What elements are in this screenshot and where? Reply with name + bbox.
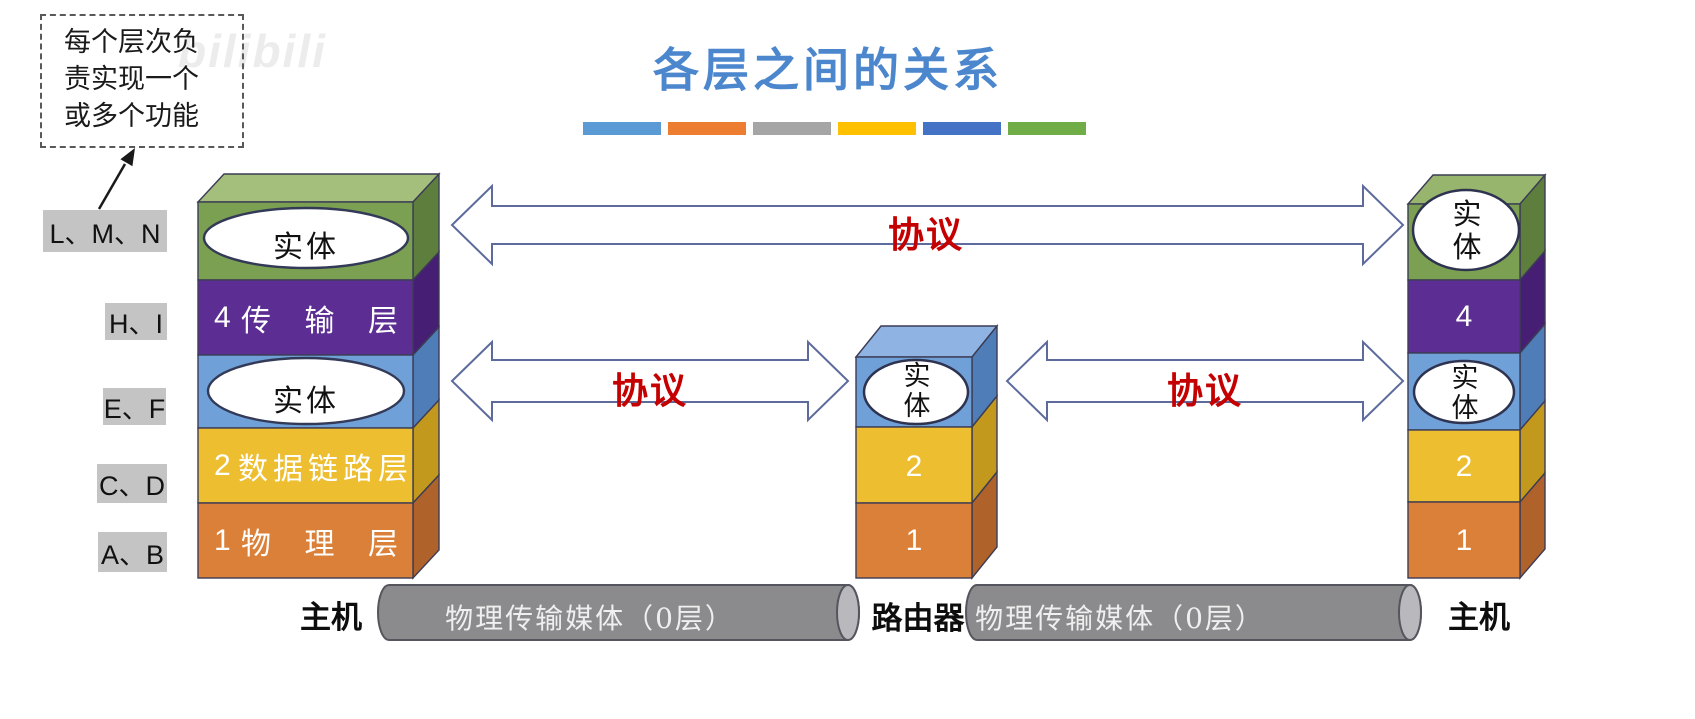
- note-annotation-arrow: [97, 148, 135, 210]
- function-label-physical: A、B: [98, 532, 167, 572]
- router-entity-ellipse: [862, 358, 970, 426]
- note-text: 每个层次负 责实现一个 或多个功能: [64, 27, 199, 132]
- left-entity-top-label: 实体: [273, 230, 339, 265]
- protocol-arrows: [450, 183, 1405, 423]
- left-entity-ellipse-top: [202, 206, 410, 270]
- left-transport-name: 传 输 层: [240, 303, 411, 339]
- left-transport-number: 4: [214, 300, 231, 334]
- theme-dash-green: [1008, 122, 1086, 135]
- left-transport-row: 4 传 输 层: [198, 280, 413, 355]
- router-entity-label: 实体: [903, 361, 931, 422]
- right-entity-mid-label: 实体: [1451, 363, 1479, 424]
- page-title: 各层之间的关系: [653, 43, 1003, 97]
- left-physical-number: 1: [214, 523, 231, 557]
- left-datalink-row: 2 数据链路层: [198, 428, 413, 503]
- host-left-stack: [196, 172, 441, 580]
- router-layer-datalink: [855, 426, 973, 504]
- host-right-stack: [1406, 173, 1547, 580]
- right-layer-physical: [1407, 501, 1521, 579]
- theme-dash-gray: [753, 122, 831, 135]
- caption-host-left: 主机: [300, 600, 362, 635]
- right-physical-number: 1: [1455, 524, 1473, 557]
- protocol-label-top: 协议: [887, 214, 964, 255]
- function-label-top: L、M、N: [43, 210, 167, 252]
- media-cylinder-right: [964, 584, 1423, 641]
- media-label-left: 物理传输媒体（0层）: [445, 602, 735, 635]
- note-callout-box: 每个层次负 责实现一个 或多个功能: [40, 14, 244, 148]
- protocol-arrow-middle-right: [1005, 339, 1405, 423]
- right-entity-top-label: 实体: [1452, 197, 1482, 264]
- left-physical-name: 物 理 层: [240, 526, 411, 562]
- right-layer-transport: [1407, 279, 1521, 354]
- right-entity-ellipse-top: [1411, 188, 1521, 272]
- media-cylinder-left: [376, 584, 861, 641]
- right-layer-datalink: [1407, 429, 1521, 503]
- theme-dash-blue: [583, 122, 661, 135]
- theme-dash-yellow: [838, 122, 916, 135]
- router-stack: [854, 324, 999, 580]
- theme-dash-orange: [668, 122, 746, 135]
- protocol-arrow-middle-left: [450, 339, 850, 423]
- left-physical-row: 1 物 理 层: [198, 503, 413, 578]
- router-physical-number: 1: [905, 524, 923, 557]
- left-layer-datalink: [197, 427, 414, 504]
- router-layer-physical: [855, 502, 973, 579]
- left-layer-physical: [197, 502, 414, 579]
- protocol-label-middle-right: 协议: [1166, 370, 1243, 411]
- router-datalink-number: 2: [905, 450, 923, 483]
- function-label-network: E、F: [103, 388, 166, 425]
- right-entity-ellipse-mid: [1412, 359, 1516, 425]
- protocol-arrow-top: [450, 183, 1405, 267]
- function-label-datalink: C、D: [97, 464, 167, 503]
- left-entity-mid-label: 实体: [273, 384, 339, 419]
- left-datalink-name: 数据链路层: [238, 451, 413, 487]
- caption-host-right: 主机: [1448, 600, 1510, 635]
- caption-router: 路由器: [871, 601, 965, 636]
- left-top-face: [196, 173, 441, 203]
- right-transport-number: 4: [1455, 300, 1473, 333]
- bilibili-watermark: bilibili: [178, 25, 327, 77]
- right-datalink-number: 2: [1455, 450, 1473, 483]
- protocol-label-middle-left: 协议: [611, 370, 688, 411]
- media-label-right: 物理传输媒体（0层）: [975, 602, 1265, 635]
- theme-dash-darkblue: [923, 122, 1001, 135]
- left-entity-ellipse-mid: [206, 356, 406, 426]
- function-label-transport: H、I: [105, 303, 167, 340]
- left-datalink-number: 2: [214, 448, 231, 482]
